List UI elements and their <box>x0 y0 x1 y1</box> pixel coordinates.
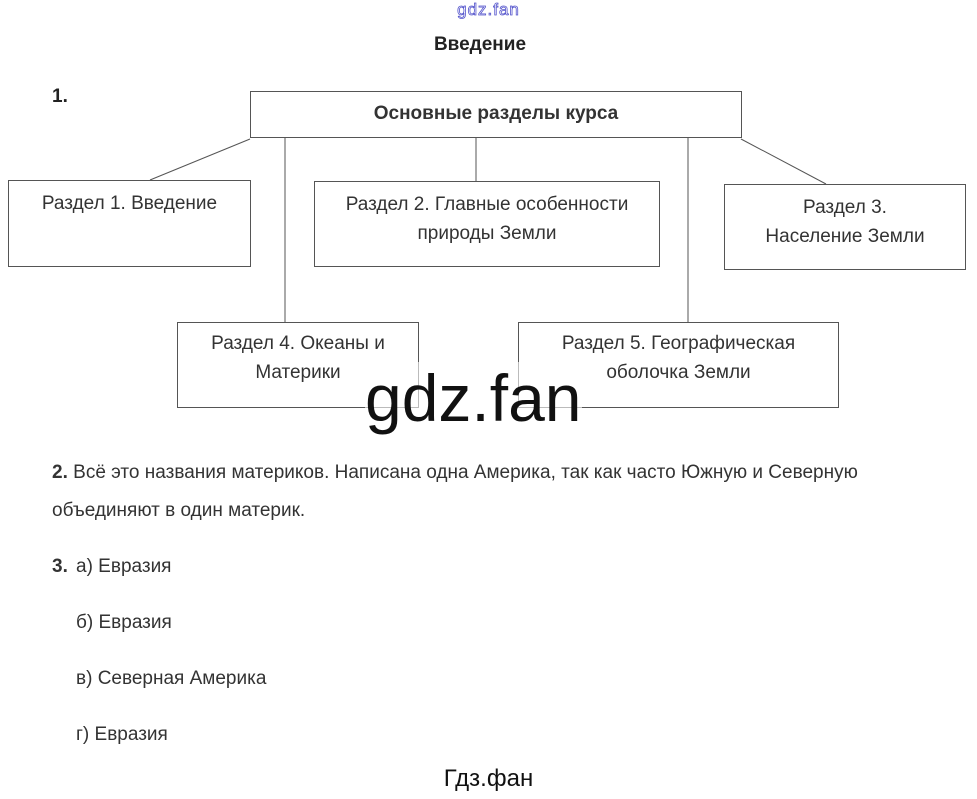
answer-b: б) Евразия <box>76 612 172 633</box>
answer-d: г) Евразия <box>76 724 168 745</box>
watermark-top: gdz.fan <box>457 0 520 19</box>
diagram-section-1: Раздел 1. Введение <box>8 180 251 267</box>
watermark-bottom: Гдз.фан <box>443 765 534 792</box>
page-title: Введение <box>433 34 527 55</box>
question-2-text: Всё это названия материков. Написана одн… <box>52 462 858 521</box>
question-1-number: 1. <box>52 86 68 107</box>
diagram-section-2: Раздел 2. Главные особенности природы Зе… <box>314 181 660 267</box>
question-3-number: 3. <box>52 548 68 586</box>
diagram-section-3: Раздел 3. Население Земли <box>724 184 966 270</box>
answer-c: в) Северная Америка <box>76 668 267 689</box>
diagram-root: Основные разделы курса <box>250 91 742 138</box>
watermark-large: gdz.fan <box>365 361 582 435</box>
question-2: 2. Всё это названия материков. Написана … <box>52 454 902 530</box>
answer-a: а) Евразия <box>76 556 172 577</box>
question-3-label: 3. <box>52 556 68 577</box>
question-2-number: 2. <box>52 462 68 483</box>
